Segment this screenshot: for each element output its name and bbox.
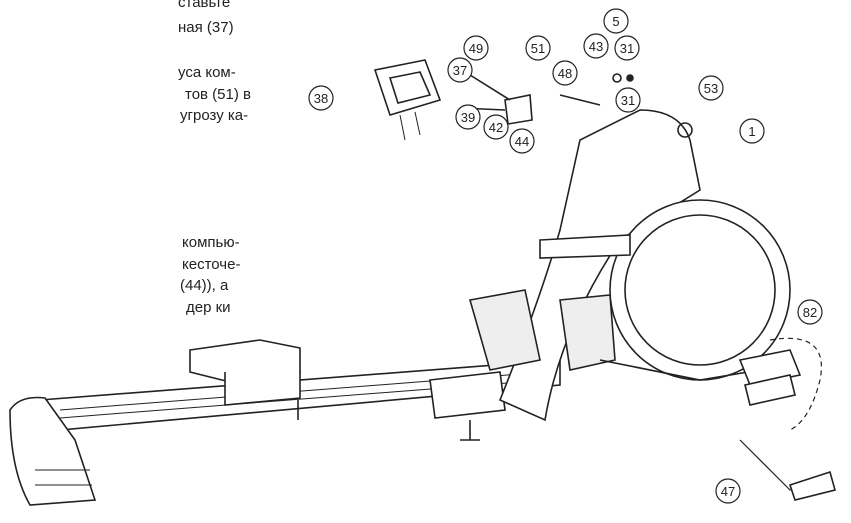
callout-43: 43 [589, 39, 603, 54]
callout-39: 39 [461, 110, 475, 125]
callout-42: 42 [489, 120, 503, 135]
callout-51: 51 [531, 41, 545, 56]
callout-31: 31 [620, 41, 634, 56]
text-line: ставьте [178, 0, 231, 11]
text-line: (44)), а [180, 277, 229, 294]
callout-1: 1 [748, 124, 755, 139]
callout-82: 82 [803, 305, 817, 320]
callout-38: 38 [314, 91, 328, 106]
callout-48: 48 [558, 66, 572, 81]
text-line: дер ки [186, 299, 231, 316]
text-line: компью- [182, 234, 240, 251]
text-line: угрозу ка- [180, 107, 249, 124]
callout-53: 53 [704, 81, 718, 96]
text-line: кесточе- [182, 256, 241, 273]
callout-47: 47 [721, 484, 735, 499]
callout-49: 49 [469, 41, 483, 56]
text-line: ная (37) [178, 19, 234, 36]
callout-44: 44 [515, 134, 529, 149]
callout-5: 5 [612, 14, 619, 29]
text-line: уса ком- [178, 64, 236, 81]
text-line: тов (51) в [185, 86, 251, 103]
callout-31: 31 [621, 93, 635, 108]
callout-37: 37 [453, 63, 467, 78]
